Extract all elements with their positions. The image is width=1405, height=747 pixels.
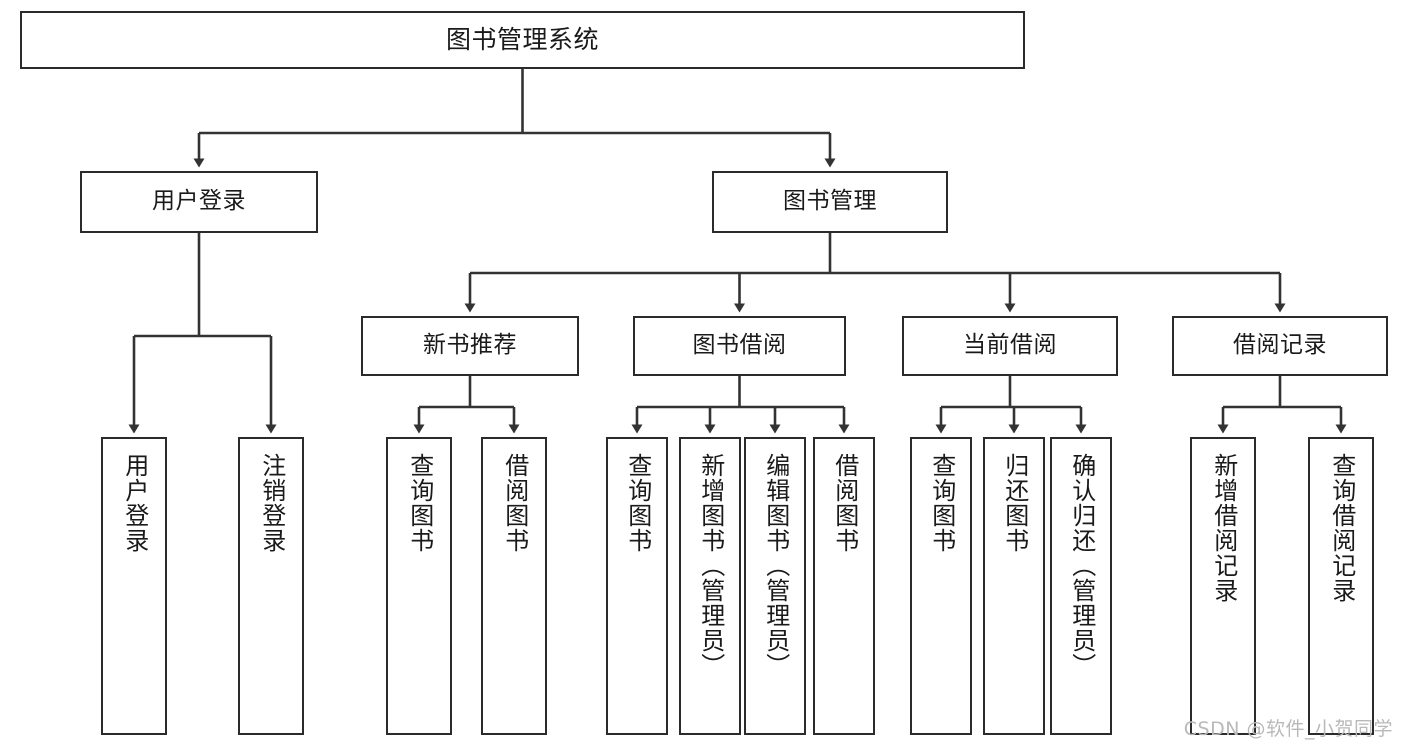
leaf-user-login[interactable]: 用户登录 <box>101 437 167 735</box>
node-book-borrow[interactable]: 图书借阅 <box>633 316 846 376</box>
node-book-management-label: 图书管理 <box>783 188 877 215</box>
leaf-borrow-borrow-book[interactable]: 借阅图书 <box>813 437 875 735</box>
node-user-login[interactable]: 用户登录 <box>80 171 318 233</box>
node-root-label: 图书管理系统 <box>445 25 599 54</box>
node-book-borrow-label: 图书借阅 <box>692 332 787 359</box>
leaf-borrow-add-book-label: 新增图书（管理员） <box>696 453 725 678</box>
node-current-borrow-label: 当前借阅 <box>963 332 1057 359</box>
leaf-current-query[interactable]: 查询图书 <box>910 437 972 735</box>
leaf-user-logout[interactable]: 注销登录 <box>238 437 304 735</box>
csdn-watermark: CSDN @软件_小贺同学 <box>1183 718 1393 740</box>
leaf-current-confirm-return-label: 确认归还（管理员） <box>1067 453 1096 678</box>
leaf-current-query-label: 查询图书 <box>927 453 956 553</box>
leaf-user-logout-label: 注销登录 <box>257 453 286 553</box>
leaf-borrow-query[interactable]: 查询图书 <box>606 437 668 735</box>
leaf-borrow-borrow-book-label: 借阅图书 <box>830 453 859 553</box>
leaf-record-query[interactable]: 查询借阅记录 <box>1308 437 1374 735</box>
leaf-newbook-query-label: 查询图书 <box>405 453 434 553</box>
leaf-current-confirm-return[interactable]: 确认归还（管理员） <box>1050 437 1112 735</box>
node-current-borrow[interactable]: 当前借阅 <box>902 316 1118 376</box>
node-borrow-records-label: 借阅记录 <box>1233 332 1327 359</box>
leaf-record-add[interactable]: 新增借阅记录 <box>1190 437 1256 735</box>
leaf-user-login-label: 用户登录 <box>120 453 149 553</box>
node-borrow-records[interactable]: 借阅记录 <box>1172 316 1388 376</box>
leaf-borrow-edit-book-label: 编辑图书（管理员） <box>761 453 790 678</box>
node-user-login-label: 用户登录 <box>152 188 246 215</box>
leaf-current-return[interactable]: 归还图书 <box>983 437 1045 735</box>
node-new-book-recommend[interactable]: 新书推荐 <box>361 316 579 376</box>
leaf-borrow-query-label: 查询图书 <box>623 453 652 553</box>
node-new-book-recommend-label: 新书推荐 <box>423 332 517 359</box>
leaf-borrow-add-book[interactable]: 新增图书（管理员） <box>679 437 741 735</box>
leaf-record-query-label: 查询借阅记录 <box>1327 453 1356 603</box>
node-book-management[interactable]: 图书管理 <box>712 171 948 233</box>
leaf-borrow-edit-book[interactable]: 编辑图书（管理员） <box>744 437 806 735</box>
leaf-current-return-label: 归还图书 <box>1000 453 1029 553</box>
leaf-newbook-query[interactable]: 查询图书 <box>386 437 452 735</box>
leaf-newbook-borrow[interactable]: 借阅图书 <box>481 437 547 735</box>
leaf-newbook-borrow-label: 借阅图书 <box>500 453 529 553</box>
leaf-record-add-label: 新增借阅记录 <box>1209 453 1238 603</box>
node-root[interactable]: 图书管理系统 <box>20 11 1025 69</box>
